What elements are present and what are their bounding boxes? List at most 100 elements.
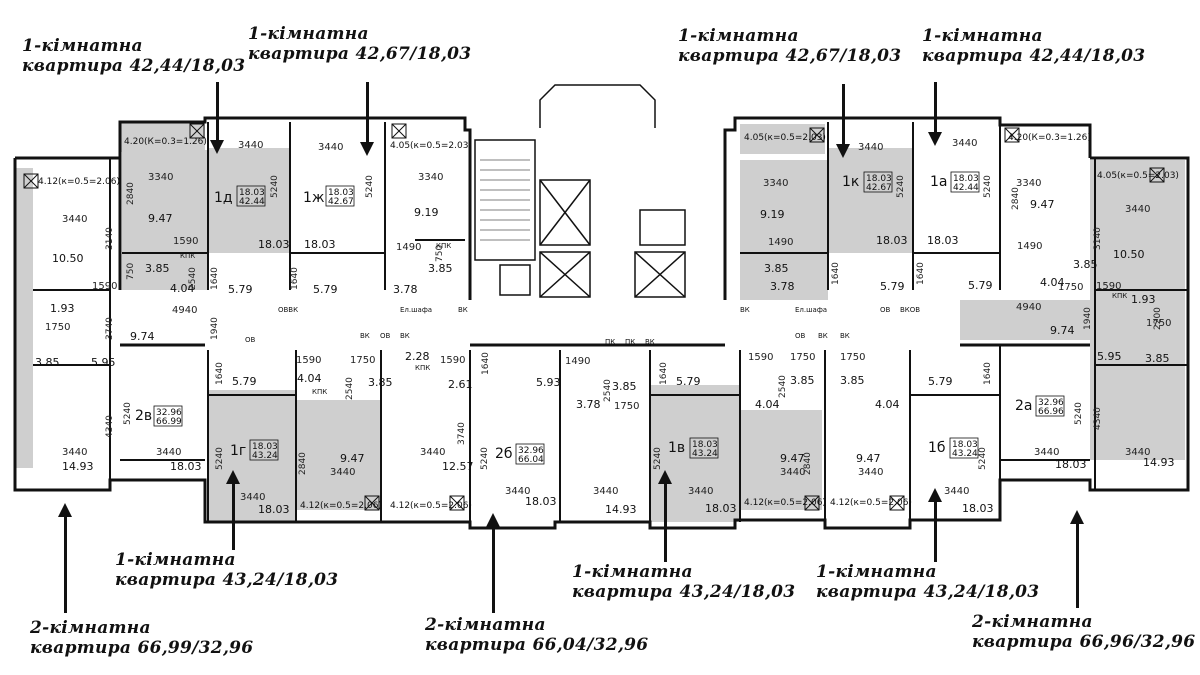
dimension: 1940: [1083, 307, 1093, 330]
dimension: 2540: [345, 377, 355, 400]
dimension: 2840: [1011, 187, 1021, 210]
dimension: 3440: [62, 447, 87, 458]
dimension: 1590: [173, 236, 198, 247]
dimension: 1750: [350, 355, 375, 366]
balcony-note: 4.05(к=0.5=2.03): [390, 141, 472, 151]
arrow-down-icon: [928, 82, 942, 146]
balcony-note: 4.12(к=0.5=2.06): [744, 498, 826, 508]
dimension: 1750: [45, 322, 70, 333]
room-area: 3.85: [1145, 352, 1170, 365]
room-area: 5.79: [313, 283, 338, 296]
note-vk: ВК: [740, 306, 750, 314]
unit-label-1v: 1в: [668, 440, 685, 456]
dimension: 4340: [1093, 407, 1103, 430]
dimension: 3440: [240, 492, 265, 503]
unit-label-1b: 1б: [928, 440, 946, 456]
dimension: 2840: [126, 182, 136, 205]
vertical-dimensions: 2840 5240 5240 5240 5240 2840 1640 1640 …: [105, 175, 1163, 475]
balcony-note: 4.05(к=0.5=2.03): [744, 133, 826, 143]
unit-area-1b-bottom: 43.24: [952, 449, 978, 459]
dimension: 3440: [952, 138, 977, 149]
dimension: 1490: [396, 242, 421, 253]
dimension: 1640: [916, 262, 926, 285]
dimension: 1640: [983, 362, 993, 385]
balcony-note: 4.20(К=0.3=1.26): [1008, 133, 1091, 143]
unit-area-1d-top: 18.03: [239, 188, 265, 198]
room-area: 3.78: [770, 280, 795, 293]
dimension: 5240: [123, 402, 133, 425]
dimension: 1640: [210, 267, 220, 290]
room-area: 3.85: [840, 374, 865, 387]
room-area: 3.85: [368, 376, 393, 389]
unit-area-1k-top: 18.03: [866, 174, 892, 184]
room-area: 5.79: [880, 280, 905, 293]
note-ov: ОВ: [880, 306, 891, 314]
dimension: 1750: [790, 352, 815, 363]
dimension: 1590: [92, 281, 117, 292]
room-area: 5.93: [536, 376, 561, 389]
room-area: 9.47: [856, 452, 881, 465]
unit-area-2b-top: 32.96: [518, 446, 544, 456]
dimension: 3440: [780, 467, 805, 478]
note-ovvk: ОВВК: [278, 306, 298, 314]
room-area: 5.79: [228, 283, 253, 296]
unit-area-1zh-bottom: 42.67: [328, 197, 354, 207]
unit-label-1zh: 1ж: [303, 190, 325, 206]
dimension: 1940: [210, 317, 220, 340]
room-area: 5.79: [968, 279, 993, 292]
room-area: 3.85: [790, 374, 815, 387]
dimension: 750: [126, 263, 136, 280]
room-area: 3.85: [145, 262, 170, 275]
unit-area-1v-bottom: 43.24: [692, 449, 718, 459]
unit-area-2b-bottom: 66.04: [518, 455, 544, 465]
dimension: 1590: [1096, 281, 1121, 292]
unit-label-1k: 1к: [842, 174, 859, 190]
balcony-note: 4.12(к=0.5=2.06): [390, 501, 472, 511]
unit-area-2v-bottom: 66.99: [156, 417, 182, 427]
room-area: 4.04: [1040, 276, 1065, 289]
room-area: 18.03: [962, 502, 994, 515]
dimension: 4340: [105, 415, 115, 438]
note-elshafa: Ел.шафа: [795, 306, 827, 314]
dimension: 3740: [457, 422, 467, 445]
room-area: 3.85: [428, 262, 453, 275]
unit-area-1k-bottom: 42.67: [866, 183, 892, 193]
room-area: 18.03: [258, 503, 290, 516]
dimension: 1750: [1146, 318, 1171, 329]
dimension: 1490: [768, 237, 793, 248]
unit-label-2a: 2а: [1015, 398, 1033, 414]
balcony-note: 4.20(К=0.3=1.26): [124, 137, 207, 147]
outer-walls: [13, 116, 1190, 530]
balcony-note: 4.05(к=0.5=2.03): [1097, 171, 1179, 181]
room-area: 10.50: [52, 252, 84, 265]
note-ov: ОВ: [795, 332, 806, 340]
dimension: 5240: [896, 175, 906, 198]
dimension: 1640: [659, 362, 669, 385]
dimension: 3440: [858, 467, 883, 478]
dimension: 3340: [763, 178, 788, 189]
room-area: 5.79: [928, 375, 953, 388]
dimension: 750: [435, 245, 445, 262]
stair-core: [474, 84, 686, 298]
room-area: 14.93: [62, 460, 94, 473]
room-area: 9.19: [414, 206, 439, 219]
dimension: 3440: [238, 140, 263, 151]
dimension: 3440: [858, 142, 883, 153]
note-kpk: КПК: [180, 252, 195, 260]
room-area: 3.78: [393, 283, 418, 296]
arrow-up-icon: [658, 470, 672, 562]
unit-area-2a-bottom: 66.96: [1038, 407, 1064, 417]
room-area: 18.03: [876, 234, 908, 247]
dimension: 1590: [440, 355, 465, 366]
unit-label-2b: 2б: [495, 446, 513, 462]
dimension: 3340: [1016, 178, 1041, 189]
note-ov: ОВ: [380, 332, 391, 340]
room-area: 10.50: [1113, 248, 1145, 261]
note-pk: ПК: [625, 338, 635, 346]
